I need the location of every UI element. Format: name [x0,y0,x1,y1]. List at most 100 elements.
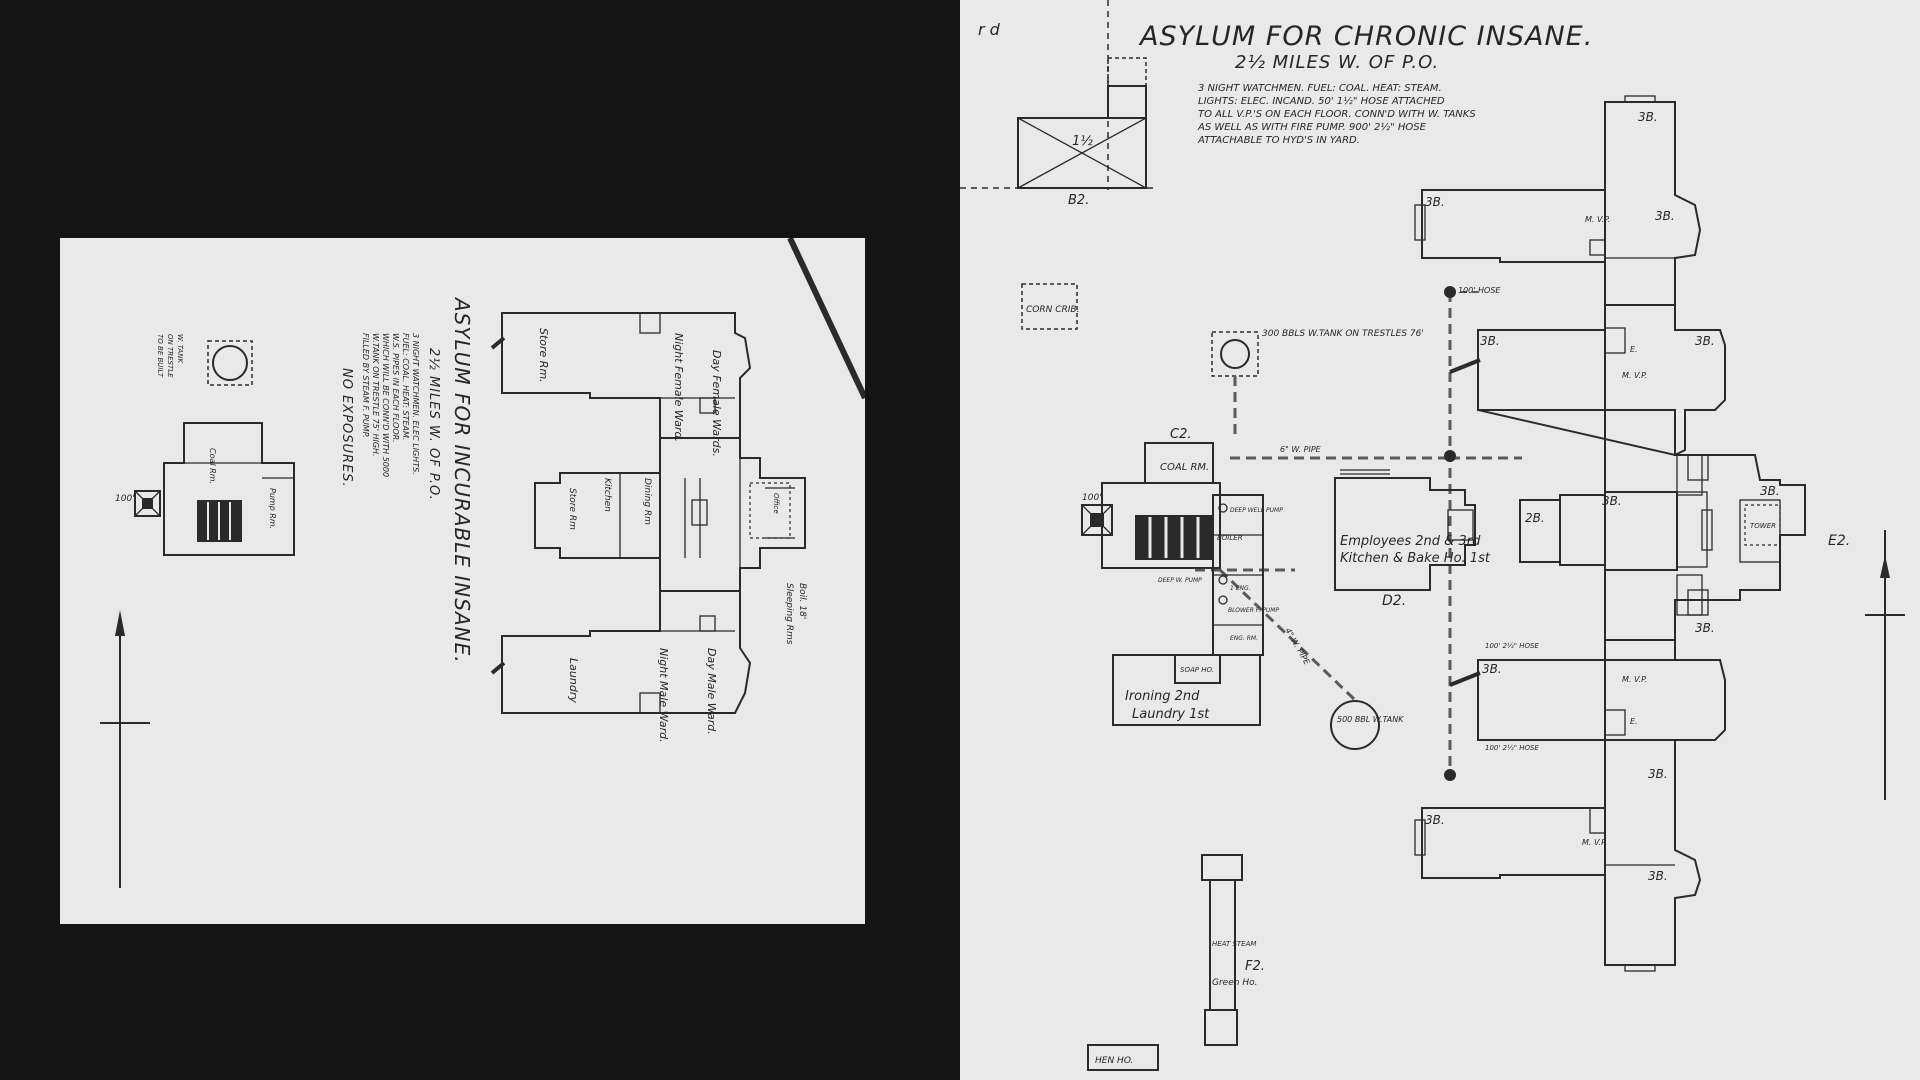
right-3b-10: 3B. [1648,767,1668,781]
right-deep-well-pump: DEEP WELL PUMP [1230,507,1283,514]
right-deep-w-pump: DEEP W. PUMP [1158,577,1202,584]
right-blower-label: BLOWER F. PUMP [1228,607,1279,614]
right-green-ho-label: Green Ho. [1212,978,1257,988]
right-note-1: 3 NIGHT WATCHMEN. FUEL: COAL. HEAT: STEA… [1198,83,1442,94]
stack-icon [134,490,161,517]
left-note-5: W.TANK ON TRESTLE 75' HIGH. [371,333,380,457]
right-corner-label: r d [978,20,1001,39]
right-building-d2 [1334,469,1476,591]
left-main-building [490,312,806,714]
left-sleeping-rms: Sleeping Rms [784,583,794,645]
right-map-title: ASYLUM FOR CHRONIC INSANE. [1138,21,1593,52]
right-tank-500 [1330,700,1380,750]
left-day-male-ward: Day Male Ward. [705,648,718,735]
left-day-female-wards: Day Female Wards. [710,350,723,457]
right-note-2: LIGHTS: ELEC. INCAND. 50' 1½" HOSE ATTAC… [1198,95,1445,107]
right-3b-9: 3B. [1482,662,1502,676]
left-map-title: ASYLUM FOR INCURABLE INSANE. [450,296,474,664]
right-soap-ho-label: SOAP HO. [1180,666,1214,674]
right-3b-5: 3B. [1695,334,1715,348]
right-note-4: AS WELL AS WITH FIRE PUMP. 900' 2½" HOSE [1197,121,1427,133]
left-map-subtitle: 2½ MILES W. OF P.O. [426,348,441,501]
right-note-5: ATTACHABLE TO HYD'S IN YARD. [1197,135,1360,146]
right-map-drawing: r d ASYLUM FOR CHRONIC INSANE. 2½ MILES … [960,0,1905,1071]
right-vp-2: M. V.P. [1622,371,1647,380]
right-north-arrow-icon [1865,530,1905,800]
right-eng-rm-label: ENG. RM. [1230,635,1258,642]
left-pump-rm-label: Pump Rm. [268,488,277,529]
right-corn-crib [1021,283,1078,330]
right-hose-100-b: 100' 2½" HOSE [1485,642,1539,650]
right-tank-500-label: 500 BBL W.TANK [1337,715,1404,724]
left-note-1: 3 NIGHT WATCHMEN. ELEC LIGHTS. [411,333,420,475]
right-3b-3: 3B. [1655,209,1675,223]
left-water-tank [207,340,253,386]
right-vp-3: M. V.P. [1622,675,1647,684]
left-boiler-building [163,422,295,556]
right-stack-label: 100' [1082,493,1102,503]
left-night-male-ward: Night Male Ward. [657,648,670,743]
right-corn-crib-label: CORN CRIB. [1026,305,1079,315]
left-tank-note-1: W. TANK [176,334,184,364]
right-building-f2 [1201,854,1243,1046]
north-arrow-icon [100,610,150,888]
road-line [787,238,865,400]
right-water-pipes [1195,286,1522,781]
right-eng-label: 1 ENG. [1230,585,1251,592]
left-exposure-note: NO EXPOSURES. [339,368,354,488]
right-title-block: ASYLUM FOR CHRONIC INSANE. 2½ MILES W. O… [1138,21,1593,146]
left-note-6: FILLED BY STEAM F. PUMP. [361,333,370,438]
left-map-sheet: 100' Coal Rm. Pump Rm. W. TANK ON TRESTL… [60,238,865,924]
right-employees-label: Employees 2nd & 3rd [1340,534,1481,549]
left-boiler-note: Boil. 18' [797,583,807,619]
right-3b-2: 3B. [1425,195,1445,209]
left-store-rm-2: Store Rm [567,488,577,530]
left-map-drawing: 100' Coal Rm. Pump Rm. W. TANK ON TRESTL… [100,238,865,888]
right-tower-label: TOWER [1750,522,1776,530]
right-laundry-label: Laundry 1st [1132,707,1210,722]
right-3b-1: 3B. [1638,110,1658,124]
left-kitchen: Kitchen [602,478,612,512]
left-store-rm: Store Rm. [537,328,550,383]
right-3b-8: 3B. [1695,621,1715,635]
right-e-label-2: E. [1630,717,1638,726]
right-pipe-4-label: 4" W. PIPE [1283,627,1312,668]
right-3b-11: 3B. [1425,813,1445,827]
right-c2-label: C2. [1170,427,1191,442]
right-f2-label: F2. [1245,959,1265,974]
left-note-2: FUEL: COAL. HEAT: STEAM. [401,333,410,440]
right-e-label-1: E. [1630,345,1638,354]
right-hose-100-c: 100' 2½" HOSE [1485,744,1539,752]
left-tank-note-3: TO BE BUILT [156,334,164,378]
right-tank-300 [1211,331,1259,377]
right-3b-7: 3B. [1760,484,1780,498]
right-tank-300-label: 300 BBLS W.TANK ON TRESTLES 76' [1262,329,1424,339]
right-b2-label: B2. [1068,193,1089,208]
left-laundry: Laundry [567,658,580,703]
right-main-building [1414,95,1806,972]
right-building-c2 [1081,442,1264,726]
right-pipe-6-label: 6" W. PIPE [1280,445,1322,454]
right-vp-4: M. V.P. [1582,838,1607,847]
right-ironing-label: Ironing 2nd [1125,689,1200,704]
right-building-b2 [1017,57,1147,189]
left-note-4: WHICH WILL BE CONN'D WITH 5000 [381,333,390,477]
left-coal-rm-label: Coal Rm. [208,448,217,484]
right-3b-4: 3B. [1480,334,1500,348]
right-hen-house [1087,1044,1159,1071]
left-stack-height: 100' [115,494,135,504]
right-d2-label: D2. [1382,593,1406,609]
right-map-subtitle: 2½ MILES W. OF P.O. [1235,52,1439,73]
left-title-block: ASYLUM FOR INCURABLE INSANE. 2½ MILES W.… [339,296,474,664]
right-one-half-label: 1½ [1072,134,1093,149]
right-2b-label: 2B. [1525,511,1545,525]
right-heat-steam-label: HEAT STEAM [1212,940,1256,948]
right-kitchen-bake-label: Kitchen & Bake Ho. 1st [1340,551,1491,566]
right-map-sheet: r d ASYLUM FOR CHRONIC INSANE. 2½ MILES … [960,0,1920,1080]
right-hen-ho-label: HEN HO. [1095,1056,1133,1066]
left-dining-rm: Dining Rm [642,478,652,525]
right-3b-12: 3B. [1648,869,1668,883]
left-night-female-ward: Night Female Ward. [672,333,685,442]
right-note-3: TO ALL V.P.'S ON EACH FLOOR. CONN'D WITH… [1198,109,1476,120]
